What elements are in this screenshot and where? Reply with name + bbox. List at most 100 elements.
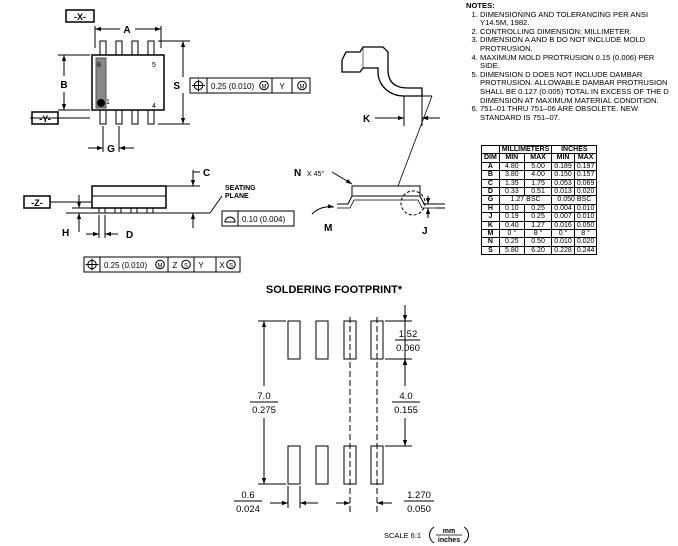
cell-in-max: 0.157 — [573, 170, 598, 180]
cell-in-min: 0.053 — [551, 178, 575, 189]
chamfer-label: X 45° — [307, 170, 324, 178]
cell-in-max: 0.197 — [573, 161, 598, 172]
dim-152-in: 0.060 — [396, 343, 420, 354]
cell-mm-min: 0.33 — [498, 187, 525, 197]
cell-dim: D — [481, 187, 500, 197]
cell-mm-max: 0.50 — [523, 237, 553, 247]
tol-ref-y: Y — [279, 82, 285, 91]
pin-8-label: 8 — [97, 62, 101, 69]
lead-detail — [341, 46, 423, 97]
unit-mm: mm — [443, 528, 455, 535]
pin1-dot — [97, 99, 105, 107]
tol-value: 0.25 (0.010) — [211, 82, 254, 91]
unit-bracket — [429, 526, 435, 544]
dim-40-in: 0.155 — [394, 405, 418, 416]
cell-mm-min: 0.25 — [498, 237, 525, 247]
cell-in-min: 0 ° — [551, 229, 575, 239]
dim-m-label: M — [324, 223, 332, 234]
header-millimeters: MILLIMETERS — [498, 144, 553, 155]
dim-h-label: H — [62, 228, 69, 239]
ref-y: Y — [198, 261, 204, 270]
pin-top-3 — [131, 40, 139, 56]
cell-in-min: 0.007 — [551, 212, 575, 222]
pin-bot-4 — [147, 109, 155, 125]
detail-circle — [400, 190, 426, 216]
flatness-value: 0.10 (0.004) — [242, 215, 285, 224]
footprint-text: SOLDERING FOOTPRINT* 1.52 0.060 7.0 0.27… — [236, 284, 460, 544]
end-view-text: K N X 45° M J — [294, 114, 428, 237]
cell-dim: A — [481, 161, 500, 172]
cell-in-min: 0.189 — [551, 161, 575, 172]
header-mm-max: MAX — [523, 153, 553, 163]
cell-in-min: 0.228 — [551, 245, 575, 256]
dim-k-label: K — [363, 114, 371, 125]
mmc-icon-2 — [297, 80, 307, 91]
datum-y-label: -Y- — [39, 114, 51, 124]
datum-x-box — [65, 9, 95, 23]
dim-70-in: 0.275 — [252, 405, 276, 416]
flatness-frame — [221, 210, 295, 227]
rfs-s-2: S — [229, 264, 233, 270]
tol-mmc-3: M — [158, 264, 163, 270]
cell-mm-min: 5.80 — [498, 245, 525, 256]
cell-mm-max: 8 ° — [523, 229, 553, 239]
note-item: DIMENSION D DOES NOT INCLUDE DAMBAR PROT… — [480, 70, 676, 105]
cell-mm-min: 0.40 — [498, 220, 525, 231]
mmc-icon — [259, 80, 269, 91]
cell-in-min: 0.016 — [551, 220, 575, 231]
rfs-s-1: S — [184, 264, 188, 270]
dim-06-in: 0.024 — [236, 504, 260, 515]
pin-4-label: 4 — [152, 103, 156, 110]
dim-70-mm: 7.0 — [257, 391, 270, 402]
pin-top-4 — [147, 40, 155, 56]
pad-top-2 — [315, 320, 329, 360]
cell-dim: H — [481, 203, 500, 214]
dim-c-label: C — [203, 168, 210, 179]
dim-d-label: D — [126, 230, 133, 241]
ref-x: X — [219, 261, 225, 270]
dim-a-label: A — [123, 25, 130, 36]
header-in-max: MAX — [573, 153, 598, 163]
cell-in-max: 0.050 — [573, 220, 598, 231]
tol-mmc-2: M — [300, 85, 305, 91]
cell-dim: B — [481, 170, 500, 180]
note-item: CONTROLLING DIMENSION: MILLIMETER. — [480, 27, 676, 37]
side-view — [23, 170, 295, 273]
cell-mm-min: 0 ° — [498, 229, 525, 239]
datum-y-box — [31, 111, 59, 125]
pin-bot-1 — [99, 109, 107, 125]
top-view-text: -X- A B -Y- S G 8 5 1 4 0.25 (0.010) M Y… — [39, 12, 304, 155]
dim-j-label: J — [422, 226, 428, 237]
cell-mm-bsc: 1.27 BSC — [498, 195, 553, 205]
cell-dim: S — [481, 245, 500, 256]
cell-mm-max: 0.51 — [523, 187, 553, 197]
cell-dim: C — [481, 178, 500, 189]
dim-127-in: 0.050 — [407, 504, 431, 515]
pad-bot-2 — [315, 445, 329, 485]
dim-b-label: B — [60, 80, 67, 91]
pin-5-label: 5 — [152, 62, 156, 69]
tol-value-bottom: 0.25 (0.010) — [104, 261, 147, 270]
notes-list: DIMENSIONING AND TOLERANCING PER ANSI Y1… — [466, 10, 676, 123]
cell-mm-min: 1.35 — [498, 178, 525, 189]
header-dim: DIM — [481, 153, 500, 163]
pin-top-1 — [99, 40, 107, 56]
note-item: MAXIMUM MOLD PROTRUSION 0.15 (0.006) PER… — [480, 53, 676, 71]
footprint-title: SOLDERING FOOTPRINT* — [266, 284, 403, 296]
dim-127-mm: 1.270 — [407, 490, 431, 501]
tol-mmc: M — [262, 85, 267, 91]
dim-40-mm: 4.0 — [399, 391, 412, 402]
cell-in-min: 0.013 — [551, 187, 575, 197]
tol-frame-bottom — [83, 256, 241, 273]
dimension-table: MILLIMETERS INCHES DIM MIN MAX MIN MAX A… — [481, 144, 598, 256]
side-view-text: -Z- C SEATING PLANE H D 0.10 (0.004) 0.2… — [31, 168, 285, 270]
datum-z-label: -Z- — [31, 198, 43, 208]
